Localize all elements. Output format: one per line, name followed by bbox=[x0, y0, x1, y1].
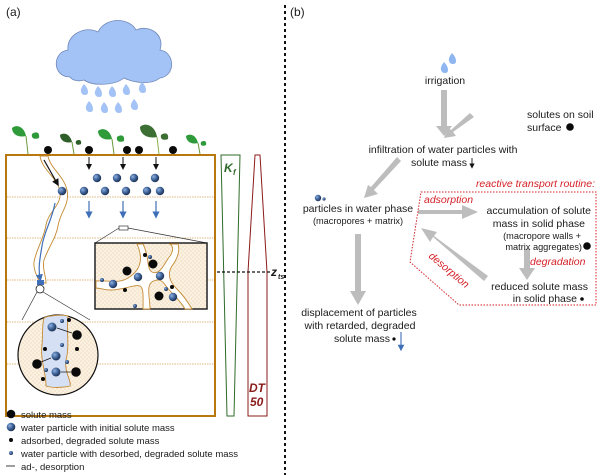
accum-label-line1: accumulation of solute bbox=[487, 205, 592, 217]
displacement-label-line2: with retarded, degraded bbox=[304, 320, 416, 332]
legend-item-1: water particle with initial solute mass bbox=[20, 423, 175, 434]
solutes-label-line2: surface bbox=[527, 122, 562, 134]
plants-icon bbox=[12, 124, 207, 155]
accum-label-line3: (macropore walls + bbox=[503, 231, 581, 241]
surface-solute-dots bbox=[44, 146, 177, 154]
degraded-dot-icon bbox=[392, 337, 396, 341]
matrix-inset bbox=[94, 225, 208, 310]
water-particles bbox=[79, 173, 165, 196]
dt50-label-bottom: 50 bbox=[250, 395, 264, 409]
water-particle-icon bbox=[314, 194, 322, 202]
reactive-transport-box bbox=[409, 191, 597, 306]
solute-mass-icon bbox=[6, 409, 16, 419]
routine-title: reactive transport routine: bbox=[476, 178, 595, 190]
zts-label: z bbox=[270, 265, 277, 279]
adsorption-label: adsorption bbox=[424, 194, 473, 206]
particles-label-line2: (macropores + matrix) bbox=[313, 216, 403, 226]
degraded-dot-icon bbox=[580, 297, 584, 301]
panel-b-label: (b) bbox=[290, 5, 305, 19]
dt50-label-top: DT bbox=[249, 381, 267, 395]
irrigation-label: irrigation bbox=[425, 75, 465, 87]
desorbed-particle-icon bbox=[9, 451, 13, 455]
kf-subscript: f bbox=[233, 168, 237, 177]
particles-label-line1: particles in water phase bbox=[303, 203, 413, 215]
infiltration-arrows bbox=[86, 157, 159, 170]
zts-subscript: ts bbox=[278, 274, 284, 281]
reduced-label-line1: reduced solute mass bbox=[491, 281, 588, 293]
legend-item-4: ad-, desorption bbox=[21, 462, 84, 473]
irrigation-drops-icon bbox=[440, 53, 456, 73]
legend: solute mass water particle with initial … bbox=[6, 409, 238, 473]
legend-item-2: adsorbed, degraded solute mass bbox=[21, 436, 160, 447]
displacement-label-line1: displacement of particles bbox=[301, 307, 417, 319]
legend-item-0: solute mass bbox=[21, 410, 72, 421]
infiltration-label-line2: solute mass bbox=[411, 157, 467, 169]
adsorbed-dot-icon bbox=[9, 438, 13, 442]
displacement-label-line3: solute mass bbox=[334, 333, 390, 345]
zts-threshold: z ts bbox=[217, 265, 284, 281]
accum-label-line2: mass in solid phase bbox=[493, 218, 585, 230]
degradation-label: degradation bbox=[530, 256, 586, 268]
solute-mass-icon bbox=[566, 123, 574, 131]
reduced-label-line2: in solid phase bbox=[513, 293, 577, 305]
kf-label: K bbox=[224, 161, 234, 175]
cloud-icon bbox=[55, 20, 173, 85]
flow-arrows bbox=[350, 90, 535, 305]
panel-a-label: (a) bbox=[6, 5, 21, 19]
dt50-profile: DT 50 bbox=[247, 154, 268, 417]
solutes-label-line1: solutes on soil bbox=[527, 109, 594, 121]
kf-profile: K f bbox=[220, 154, 241, 417]
small-particle-icon bbox=[322, 197, 326, 201]
accum-label-line4: matrix aggregates) bbox=[505, 242, 582, 252]
water-particle-icon bbox=[6, 422, 16, 432]
downward-flow-arrows bbox=[85, 201, 160, 219]
macropore-zoom-circle bbox=[17, 291, 99, 396]
solute-mass-icon bbox=[583, 242, 591, 250]
raindrops-icon bbox=[80, 82, 146, 113]
desorption-label: desorption bbox=[426, 250, 471, 291]
infiltration-label-line1: infiltration of water particles with bbox=[369, 144, 518, 156]
macropore-channel bbox=[33, 155, 69, 294]
legend-item-3: water particle with desorbed, degraded s… bbox=[20, 449, 238, 460]
